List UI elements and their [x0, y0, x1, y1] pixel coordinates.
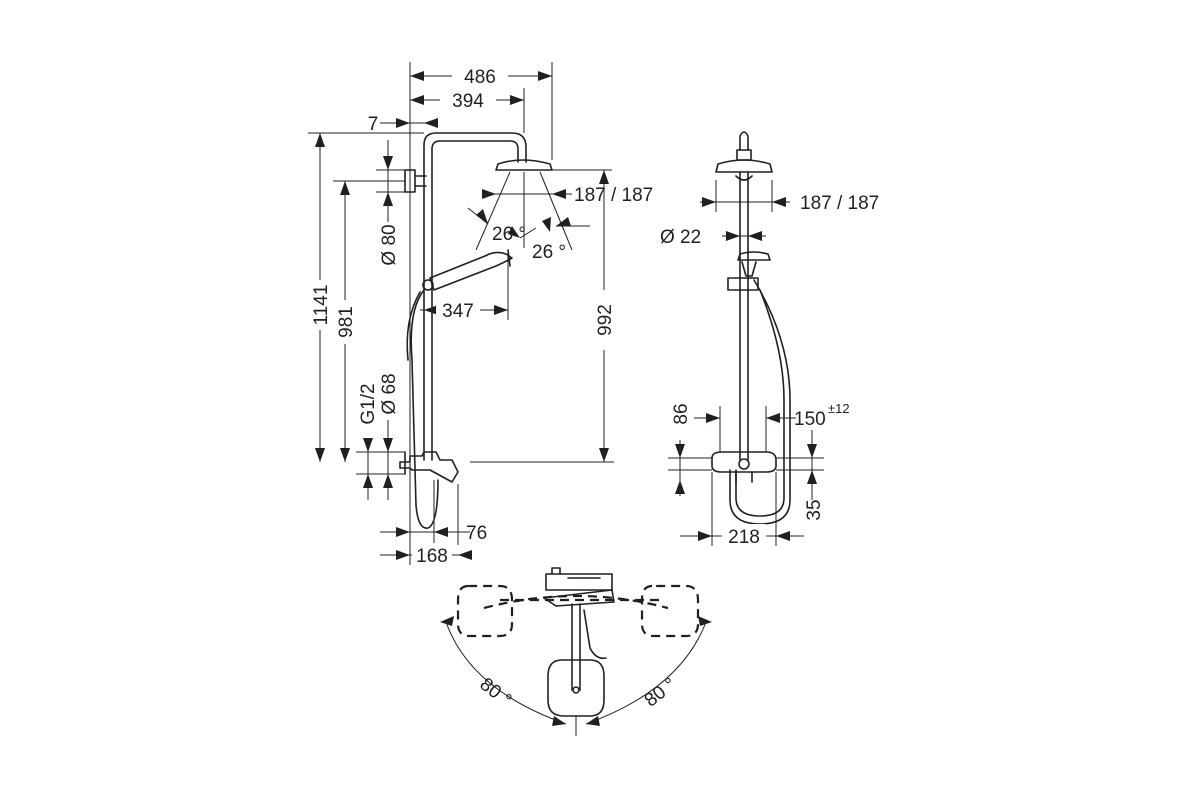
dim-150-arrows [766, 413, 780, 423]
side-view: 187 / 187 Ø 22 86 150 ±12 35 218 [660, 131, 879, 548]
dim-394-label: 394 [452, 91, 484, 112]
dim-76-label: 76 [466, 523, 487, 544]
top-head-center [547, 659, 605, 717]
side-hose-2 [735, 289, 785, 517]
dim-d22-arrows [726, 231, 762, 241]
dim-d80-arrows [383, 156, 393, 206]
dim-394-gap [440, 88, 496, 112]
front-hose-2 [406, 291, 421, 361]
top-view: 80 ° 80 ° [440, 567, 712, 736]
front-hose [410, 289, 439, 529]
spray-angle-leaders [467, 207, 590, 239]
side-shower-joint [735, 175, 753, 181]
dim-7-arrows [396, 118, 438, 128]
dim-mixer-left-lines [668, 440, 712, 496]
front-riser-pipe [423, 132, 527, 461]
dim-150-label: 150 [794, 409, 826, 430]
dim-486-gap [452, 64, 508, 88]
top-center-arm [571, 603, 581, 691]
dim-mixer-left-arrows [675, 444, 685, 494]
dim-g12-label: G1/2 [358, 383, 379, 424]
top-angle-right-label: 80 ° [641, 674, 681, 711]
dim-394-arrows [410, 95, 524, 105]
top-head-pivot [572, 686, 580, 694]
dim-347-label: 347 [442, 301, 474, 322]
front-riser-pipe-inner [431, 140, 519, 461]
top-wall-mount [545, 573, 613, 591]
dim-1141-label: 1141 [311, 285, 332, 326]
side-handshower [737, 251, 771, 261]
dim-486-label: 486 [464, 67, 496, 88]
dim-35-lines [776, 430, 824, 500]
dim-d80-lines [376, 140, 405, 222]
dim-218-label: 218 [728, 527, 760, 548]
dim-76-lines [380, 480, 470, 545]
side-hose [729, 279, 791, 525]
front-mixer [399, 451, 459, 483]
top-head-left-dashed [456, 584, 514, 638]
dim-347-gap [436, 298, 480, 322]
side-riser-top [739, 131, 749, 151]
side-slider [727, 277, 759, 291]
dim-150-tolerance: ±12 [828, 401, 850, 416]
front-bracket-arm [414, 175, 427, 187]
dim-35-arrows [807, 444, 817, 484]
front-overhead-shower [495, 159, 553, 171]
side-handshower-grip [741, 261, 757, 277]
side-overhead-shower [715, 159, 773, 173]
dim-76-arrows [396, 527, 448, 537]
dim-150-lines [765, 406, 796, 452]
top-mixer [543, 589, 615, 607]
dim-992-gap [591, 290, 617, 350]
dim-86-label: 86 [671, 403, 692, 424]
dim-side-187-lines [700, 180, 790, 212]
dim-218-gap [722, 524, 766, 548]
top-swing-arc [483, 594, 669, 610]
side-mixer-handle [738, 458, 750, 470]
dim-g12-d68-lines [356, 420, 405, 500]
dim-981-gap [332, 300, 358, 344]
top-angle-arrows [440, 616, 712, 726]
top-wall-mount-detail [551, 567, 601, 579]
dim-d22-label: Ø 22 [660, 227, 701, 248]
dim-d68-label: Ø 68 [379, 373, 400, 414]
side-mixer [711, 451, 777, 473]
front-handshower [429, 251, 513, 291]
top-angle-arcs [445, 621, 707, 725]
dim-981-label: 981 [336, 306, 357, 338]
dim-992-label: 992 [595, 304, 616, 336]
dim-d80-label: Ø 80 [379, 224, 400, 265]
dim-1141-gap [307, 280, 333, 330]
dim-35-label: 35 [804, 499, 825, 520]
dim-26a-label: 26 ° [492, 224, 526, 245]
dim-side-187-label: 187 / 187 [800, 193, 879, 214]
dim-86-arrows [706, 413, 720, 423]
dim-g12-d68-arrows [363, 438, 393, 488]
dim-front-187-label: 187 / 187 [574, 185, 653, 206]
side-mixer-spout [735, 471, 753, 483]
top-head-right-dashed [640, 584, 700, 638]
dim-168-gap [412, 543, 452, 567]
dim-86-lines [694, 406, 721, 452]
dim-168-label: 168 [416, 546, 448, 567]
top-angle-left-label: 80 ° [476, 674, 516, 711]
top-hose [583, 609, 607, 660]
side-swivel [736, 149, 752, 161]
side-riser-pipe [739, 171, 749, 461]
front-view: 486 394 7 1141 981 Ø 80 187 / 187 992 [307, 62, 653, 567]
dim-7-label: 7 [368, 114, 379, 135]
dim-26b-label: 26 ° [532, 242, 566, 263]
